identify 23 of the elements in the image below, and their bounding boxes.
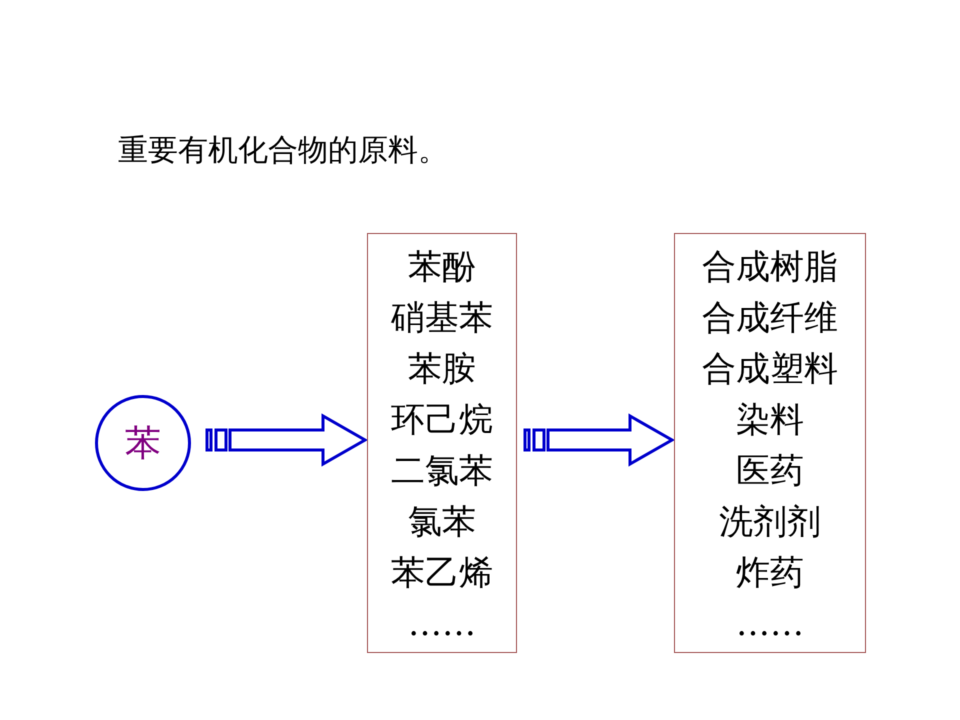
item-text: …… <box>736 603 804 646</box>
block-arrow <box>524 413 676 467</box>
item-text: 医药 <box>736 450 804 493</box>
item-text: 洗剂剂 <box>719 501 821 544</box>
title: 重要有机化合物的原料。 <box>118 132 448 170</box>
list-box <box>674 233 866 653</box>
item-text: 氯苯 <box>408 501 476 544</box>
item-text: 苯 <box>125 422 161 466</box>
item-text: 苯酚 <box>408 246 476 289</box>
list-box <box>367 233 517 653</box>
item-text: 环己烷 <box>391 399 493 442</box>
item-text: 苯乙烯 <box>391 552 493 595</box>
item-text: 合成纤维 <box>702 297 838 340</box>
item-text: 二氯苯 <box>391 450 493 493</box>
item-text: 染料 <box>736 399 804 442</box>
item-text: 合成塑料 <box>702 348 838 391</box>
item-text: …… <box>408 603 476 646</box>
circle-node <box>95 395 191 491</box>
item-text: 硝基苯 <box>391 297 493 340</box>
item-text: 合成树脂 <box>702 246 838 289</box>
block-arrow <box>206 413 368 467</box>
item-text: 苯胺 <box>408 348 476 391</box>
item-text: 炸药 <box>736 552 804 595</box>
